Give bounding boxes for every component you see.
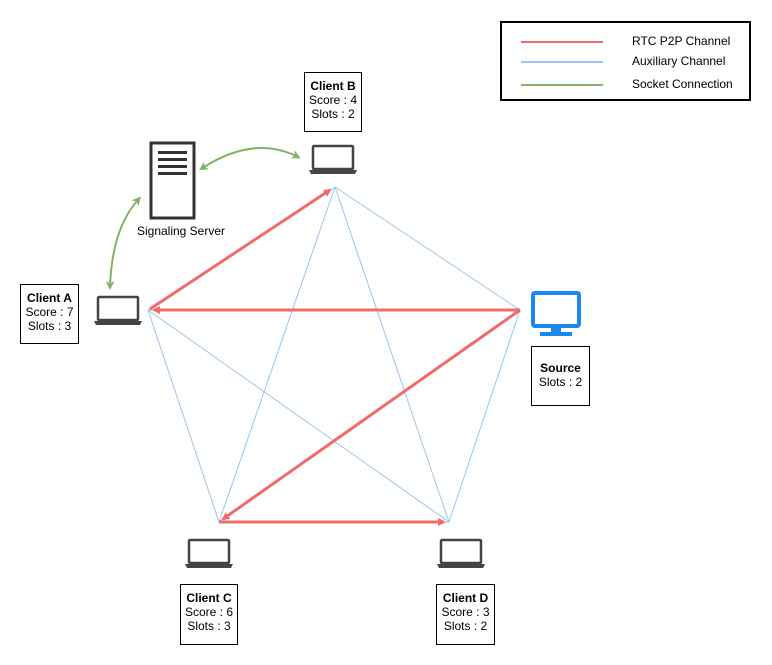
legend-swatch-rtc	[521, 41, 603, 43]
legend-swatch-socket	[521, 84, 603, 86]
client-c-name: Client C	[186, 591, 232, 605]
client-a-laptop-icon	[94, 295, 142, 325]
client-d-slots: Slots : 2	[443, 619, 488, 633]
client-d-name: Client D	[442, 591, 489, 605]
client-c-card: Client C Score : 6 Slots : 3	[180, 584, 238, 645]
legend-label-aux: Auxiliary Channel	[632, 54, 726, 68]
source-monitor-icon	[531, 291, 581, 336]
client-b-name: Client B	[310, 79, 356, 93]
rtc-channel-arrows	[149, 188, 521, 526]
rtc-arrow-a-to-b	[149, 188, 332, 311]
client-d-score: Score : 3	[441, 605, 490, 619]
rtc-arrow-source-to-c	[221, 308, 521, 521]
client-b-card: Client B Score : 4 Slots : 2	[304, 72, 362, 132]
client-b-laptop-icon	[309, 144, 357, 174]
aux-line-b-d	[334, 186, 450, 523]
client-c-laptop-icon	[185, 538, 233, 568]
legend-label-socket: Socket Connection	[632, 77, 733, 91]
socket-arrow-server-to-b	[198, 147, 301, 171]
client-a-name: Client A	[27, 291, 72, 305]
legend: RTC P2P Channel Auxiliary Channel Socket…	[500, 21, 751, 101]
client-d-laptop-icon	[437, 538, 485, 568]
socket-arrow-server-to-a	[105, 196, 141, 290]
source-name: Source	[540, 361, 581, 375]
legend-label-rtc: RTC P2P Channel	[632, 34, 731, 48]
legend-row-aux: Auxiliary Channel	[502, 52, 749, 72]
signaling-server-label: Signaling Server	[136, 224, 226, 238]
source-slots: Slots : 2	[538, 375, 583, 389]
server-icon	[149, 141, 196, 220]
client-d-card: Client D Score : 3 Slots : 2	[436, 584, 495, 645]
client-c-slots: Slots : 3	[187, 619, 231, 633]
client-b-score: Score : 4	[308, 93, 358, 107]
client-c-score: Score : 6	[184, 605, 234, 619]
aux-line-b-c	[218, 186, 336, 523]
aux-line-b-source	[334, 186, 521, 311]
legend-row-rtc: RTC P2P Channel	[502, 32, 749, 52]
aux-line-a-c	[147, 309, 220, 523]
legend-swatch-aux	[521, 61, 603, 63]
aux-line-a-d	[147, 309, 450, 523]
aux-line-source-d	[448, 309, 521, 523]
client-a-slots: Slots : 3	[27, 319, 72, 333]
socket-connection-arrows	[105, 147, 301, 290]
source-card: Source Slots : 2	[531, 346, 590, 406]
client-b-slots: Slots : 2	[311, 107, 355, 121]
client-a-card: Client A Score : 7 Slots : 3	[20, 284, 79, 344]
legend-row-socket: Socket Connection	[502, 75, 749, 95]
client-a-score: Score : 7	[25, 305, 74, 319]
